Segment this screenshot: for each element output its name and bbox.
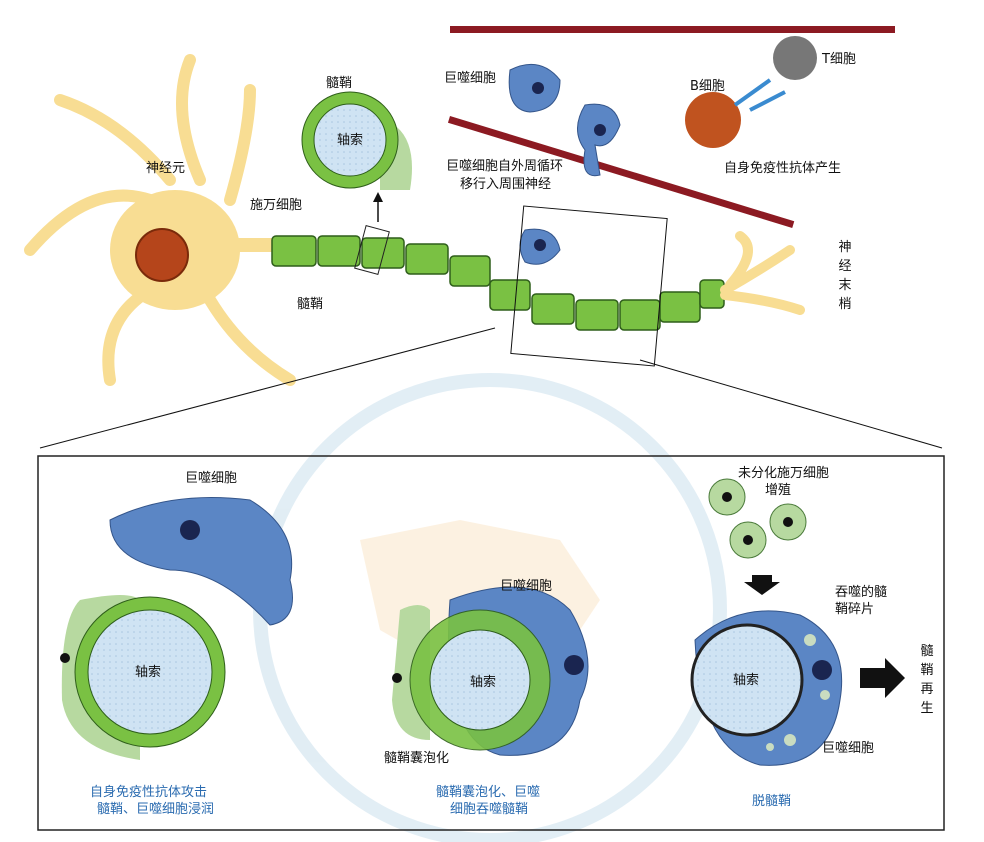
label-left-macrophage: 巨噬细胞 [185, 471, 238, 486]
zoom-line-right [639, 359, 943, 449]
caption-left-2: 髓鞘、巨噬细胞浸润 [97, 802, 215, 817]
detail-panel [37, 455, 945, 831]
panel-middle-graphic [392, 586, 589, 756]
caption-middle-1: 髓鞘囊泡化、巨噬 [436, 785, 541, 800]
caption-left-1: 自身免疫性抗体攻击 [90, 785, 208, 800]
label-remyelination: 髓鞘再生 [920, 644, 934, 716]
label-antibody-production: 自身免疫性抗体产生 [724, 161, 842, 176]
label-neuron: 神经元 [146, 161, 186, 176]
panel-right-graphic [690, 478, 905, 766]
label-debris-1: 吞噬的髓 [835, 585, 888, 600]
section-box [354, 225, 390, 275]
zoom-box [510, 205, 668, 367]
label-migration-2: 移行入周围神经 [460, 177, 552, 192]
myelinated-axon [271, 235, 725, 331]
label-axon-top: 轴索 [337, 133, 364, 148]
label-myelin-top: 髓鞘 [326, 76, 353, 91]
label-b-cell: B细胞 [690, 79, 725, 94]
myelin-cross-section [301, 91, 412, 190]
label-middle-axon: 轴索 [470, 675, 497, 690]
neuron [24, 54, 296, 386]
label-t-cell: T细胞 [822, 52, 856, 67]
label-debris-2: 鞘碎片 [835, 602, 875, 617]
caption-right: 脱髓鞘 [752, 794, 792, 809]
label-myelin-bottom: 髓鞘 [297, 297, 324, 312]
t-cell [773, 36, 817, 80]
label-undiff-1: 未分化施万细胞 [738, 466, 830, 481]
b-cell [685, 92, 741, 148]
zoom-line-left [39, 327, 496, 449]
label-right-macrophage: 巨噬细胞 [822, 741, 875, 756]
label-right-axon: 轴索 [733, 673, 760, 688]
label-middle-macrophage: 巨噬细胞 [500, 579, 553, 594]
nerve-terminal [720, 231, 805, 315]
blood-vessel-diagonal [447, 116, 795, 228]
label-migration-1: 巨噬细胞自外周循环 [446, 159, 564, 174]
label-undiff-2: 增殖 [765, 483, 792, 498]
label-nerve-terminal: 神经末梢 [838, 240, 852, 312]
label-vesiculation: 髓鞘囊泡化 [384, 751, 450, 766]
blood-vessel [450, 26, 895, 33]
label-macrophage-top: 巨噬细胞 [444, 71, 497, 86]
label-schwann-cell: 施万细胞 [250, 198, 303, 213]
panel-left-graphic [60, 497, 293, 760]
caption-middle-2: 细胞吞噬髓鞘 [450, 802, 529, 817]
label-left-axon: 轴索 [135, 665, 162, 680]
